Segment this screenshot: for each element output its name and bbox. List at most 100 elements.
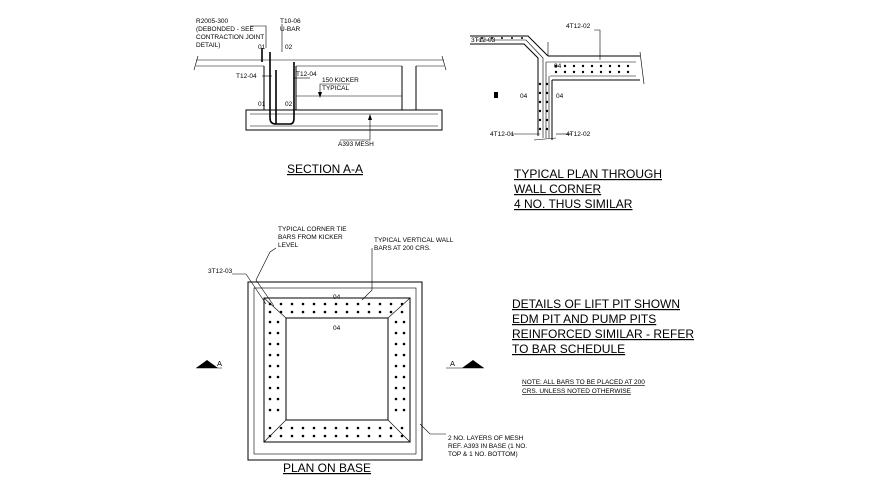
rebar-dot — [268, 375, 272, 379]
note-contraction-line2: (DEBONDED - SEE — [196, 26, 254, 33]
rebar-dot — [481, 37, 483, 39]
rebar-dot — [268, 310, 272, 314]
note-contraction-line4: DETAIL) — [196, 42, 220, 49]
label-04-corner-c: 04 — [556, 93, 564, 100]
rebar-dot — [378, 434, 382, 438]
label-02-bottom: 02 — [285, 101, 293, 108]
rebar-dot — [545, 100, 549, 104]
leader-mesh-plan — [419, 423, 446, 435]
rebar-dot — [356, 310, 360, 314]
label-01-top: 01 — [258, 44, 266, 51]
base-slab — [245, 109, 443, 131]
rebar-dot — [608, 64, 612, 68]
note-all-bars-line1: NOTE: ALL BARS TO BE PLACED AT 200 — [522, 379, 645, 386]
note-vertical-wall-line1: TYPICAL VERTICAL WALL — [374, 237, 454, 244]
details-note-line2: EDM PIT AND PUMP PITS — [512, 312, 656, 326]
u-bar — [269, 52, 295, 125]
label-4t1202-top: 4T12-02 — [566, 23, 591, 30]
rebar-dot — [334, 426, 338, 430]
rebar-dot — [394, 397, 398, 401]
leader-contraction — [250, 25, 267, 48]
rebar-dot — [626, 64, 630, 68]
rebar-dot — [345, 426, 349, 430]
rebar-dot — [276, 408, 280, 412]
rebar-dot — [491, 37, 493, 39]
rebar-dot — [545, 82, 549, 86]
rebar-dot — [563, 64, 567, 68]
rebar-dot — [312, 302, 316, 306]
rebar-dot — [402, 397, 406, 401]
rebar-dot — [590, 64, 594, 68]
rebar-dot — [268, 353, 272, 357]
rebar-dot — [323, 302, 327, 306]
corner-tie-tl — [263, 297, 287, 319]
rebar-dot — [301, 302, 305, 306]
rebar-dot — [323, 310, 327, 314]
leader-4t1202-top — [594, 29, 601, 60]
rebar-dot — [402, 375, 406, 379]
rebar-dot — [402, 331, 406, 335]
rebar-dot — [545, 127, 549, 131]
section-arrow-left-icon — [196, 360, 218, 368]
rebar-dot — [378, 302, 382, 306]
rebar-dot — [301, 426, 305, 430]
rebar-dot — [268, 408, 272, 412]
mesh-arrow — [368, 114, 372, 120]
rebar-dot — [268, 426, 272, 430]
rebar-dot — [356, 434, 360, 438]
note-mesh-plan-line3: TOP & 1 NO. BOTTOM) — [448, 451, 518, 458]
details-note-line3: REINFORCED SIMILAR - REFER — [512, 327, 694, 341]
rebar-dot — [334, 434, 338, 438]
details-note-line4: TO BAR SCHEDULE — [512, 342, 625, 356]
rebar-dot — [367, 434, 371, 438]
rebar-dot — [521, 37, 523, 39]
rebar-dot — [389, 434, 393, 438]
rebar-dot — [572, 64, 576, 68]
note-vertical-wall-line2: BARS AT 200 CRS. — [374, 245, 431, 252]
rebar-dot — [279, 434, 283, 438]
rebar-dot — [334, 310, 338, 314]
rebar-dot — [276, 397, 280, 401]
corner-tie-br — [387, 419, 411, 443]
label-3t1203-plan: 3T12-03 — [208, 268, 233, 275]
section-mark-small — [494, 92, 498, 98]
rebar-dot — [402, 320, 406, 324]
rebar-dot — [268, 434, 272, 438]
label-3t1203-corner: 3T12-03 — [471, 37, 496, 44]
rebar-dot — [400, 434, 404, 438]
rebar-dot — [276, 375, 280, 379]
rebar-dot — [581, 64, 585, 68]
plan-on-base-detail: TYPICAL CORNER TIE BARS FROM KICKER LEVE… — [196, 226, 527, 475]
corner-outer-line-2 — [470, 35, 549, 57]
rebar-dot — [545, 91, 549, 95]
details-note-line1: DETAILS OF LIFT PIT SHOWN — [512, 297, 680, 311]
plan-rebar-dots — [268, 302, 406, 438]
rebar-dot — [572, 70, 576, 74]
label-4t1202-bottom: 4T12-02 — [566, 131, 591, 138]
note-mesh-plan-line2: REF. A393 IN BASE (1 NO. — [448, 443, 527, 450]
rebar-dot — [402, 364, 406, 368]
rebar-dot — [538, 100, 542, 104]
rebar-dot — [402, 353, 406, 357]
rebar-dot — [626, 70, 630, 74]
rebar-dot — [279, 310, 283, 314]
rebar-dot — [301, 310, 305, 314]
rebar-dot — [394, 353, 398, 357]
rebar-dot — [276, 364, 280, 368]
rebar-dot — [554, 70, 558, 74]
leader-vertical-wall — [361, 248, 373, 301]
label-01-bottom: 01 — [258, 101, 266, 108]
rebar-dot — [599, 70, 603, 74]
rebar-dot — [554, 64, 558, 68]
rebar-dot — [276, 342, 280, 346]
rebar-dot — [312, 426, 316, 430]
corner-bar-outer — [476, 39, 544, 138]
kicker-arrow — [318, 92, 322, 98]
rebar-dot — [378, 310, 382, 314]
rebar-dot — [276, 320, 280, 324]
note-contraction-line3: CONTRACTION JOINT — [196, 34, 264, 41]
label-04-plan-top: 04 — [333, 294, 341, 301]
rebar-dot — [402, 408, 406, 412]
label-mesh: A393 MESH — [338, 141, 374, 148]
